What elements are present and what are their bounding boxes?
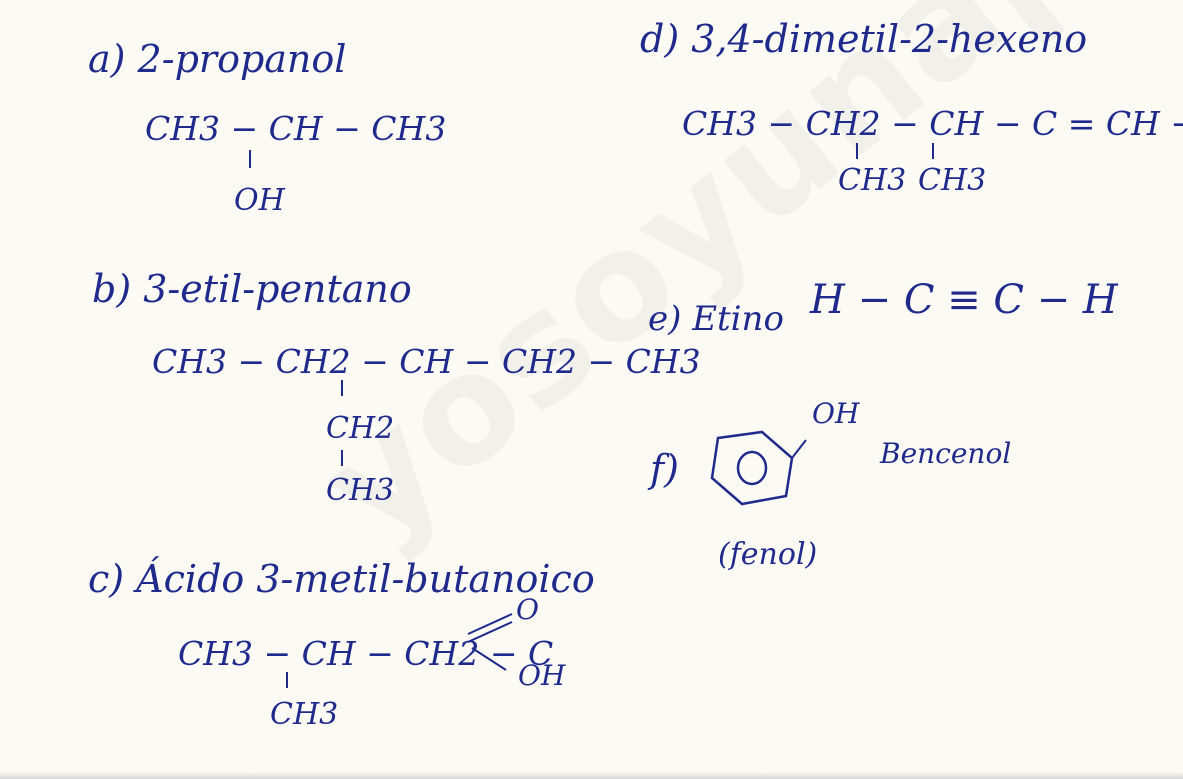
- benzene-ring: [710, 430, 807, 506]
- item-e-formula: H − C ≡ C − H: [810, 277, 1118, 323]
- item-a-bond: [249, 150, 251, 168]
- item-c-formula: CH3 − CH − CH2 − C: [178, 634, 554, 673]
- item-e-label: e) Etino: [648, 299, 784, 339]
- item-a-formula: CH3 − CH − CH3: [145, 109, 447, 148]
- item-b-formula: CH3 − CH2 − CH − CH2 − CH3: [152, 342, 701, 381]
- item-b-bond-1: [341, 380, 343, 396]
- item-d-label: d) 3,4-dimetil-2-hexeno: [640, 17, 1088, 61]
- item-f-name: Bencenol: [880, 437, 1012, 470]
- item-a-substituent: OH: [234, 183, 285, 218]
- item-b-label: b) 3-etil-pentano: [92, 267, 412, 311]
- item-c-carboxyl-bonds: [467, 613, 513, 671]
- item-a-label: a) 2-propanol: [88, 37, 347, 81]
- item-f-label: f): [650, 447, 679, 491]
- item-c-label: c) Ácido 3-metil-butanoico: [88, 557, 595, 601]
- item-d-substituent-1: CH3: [838, 163, 907, 198]
- item-d-bond-2: [932, 143, 934, 159]
- item-c-bond: [286, 672, 288, 688]
- item-b-bond-2: [341, 450, 343, 466]
- item-c-hydroxyl: OH: [518, 659, 566, 692]
- item-c-substituent: CH3: [270, 697, 339, 732]
- page-edge: [0, 771, 1183, 779]
- item-c-oxygen: O: [516, 593, 539, 626]
- item-f-alt-name: (fenol): [718, 537, 818, 572]
- item-b-substituent-1: CH2: [326, 411, 395, 446]
- item-b-substituent-2: CH3: [326, 473, 395, 508]
- item-f-hydroxyl: OH: [812, 397, 860, 430]
- item-d-formula: CH3 − CH2 − CH − C = CH − CH3: [682, 104, 1183, 143]
- item-d-substituent-2: CH3: [918, 163, 987, 198]
- item-d-bond-1: [856, 143, 858, 159]
